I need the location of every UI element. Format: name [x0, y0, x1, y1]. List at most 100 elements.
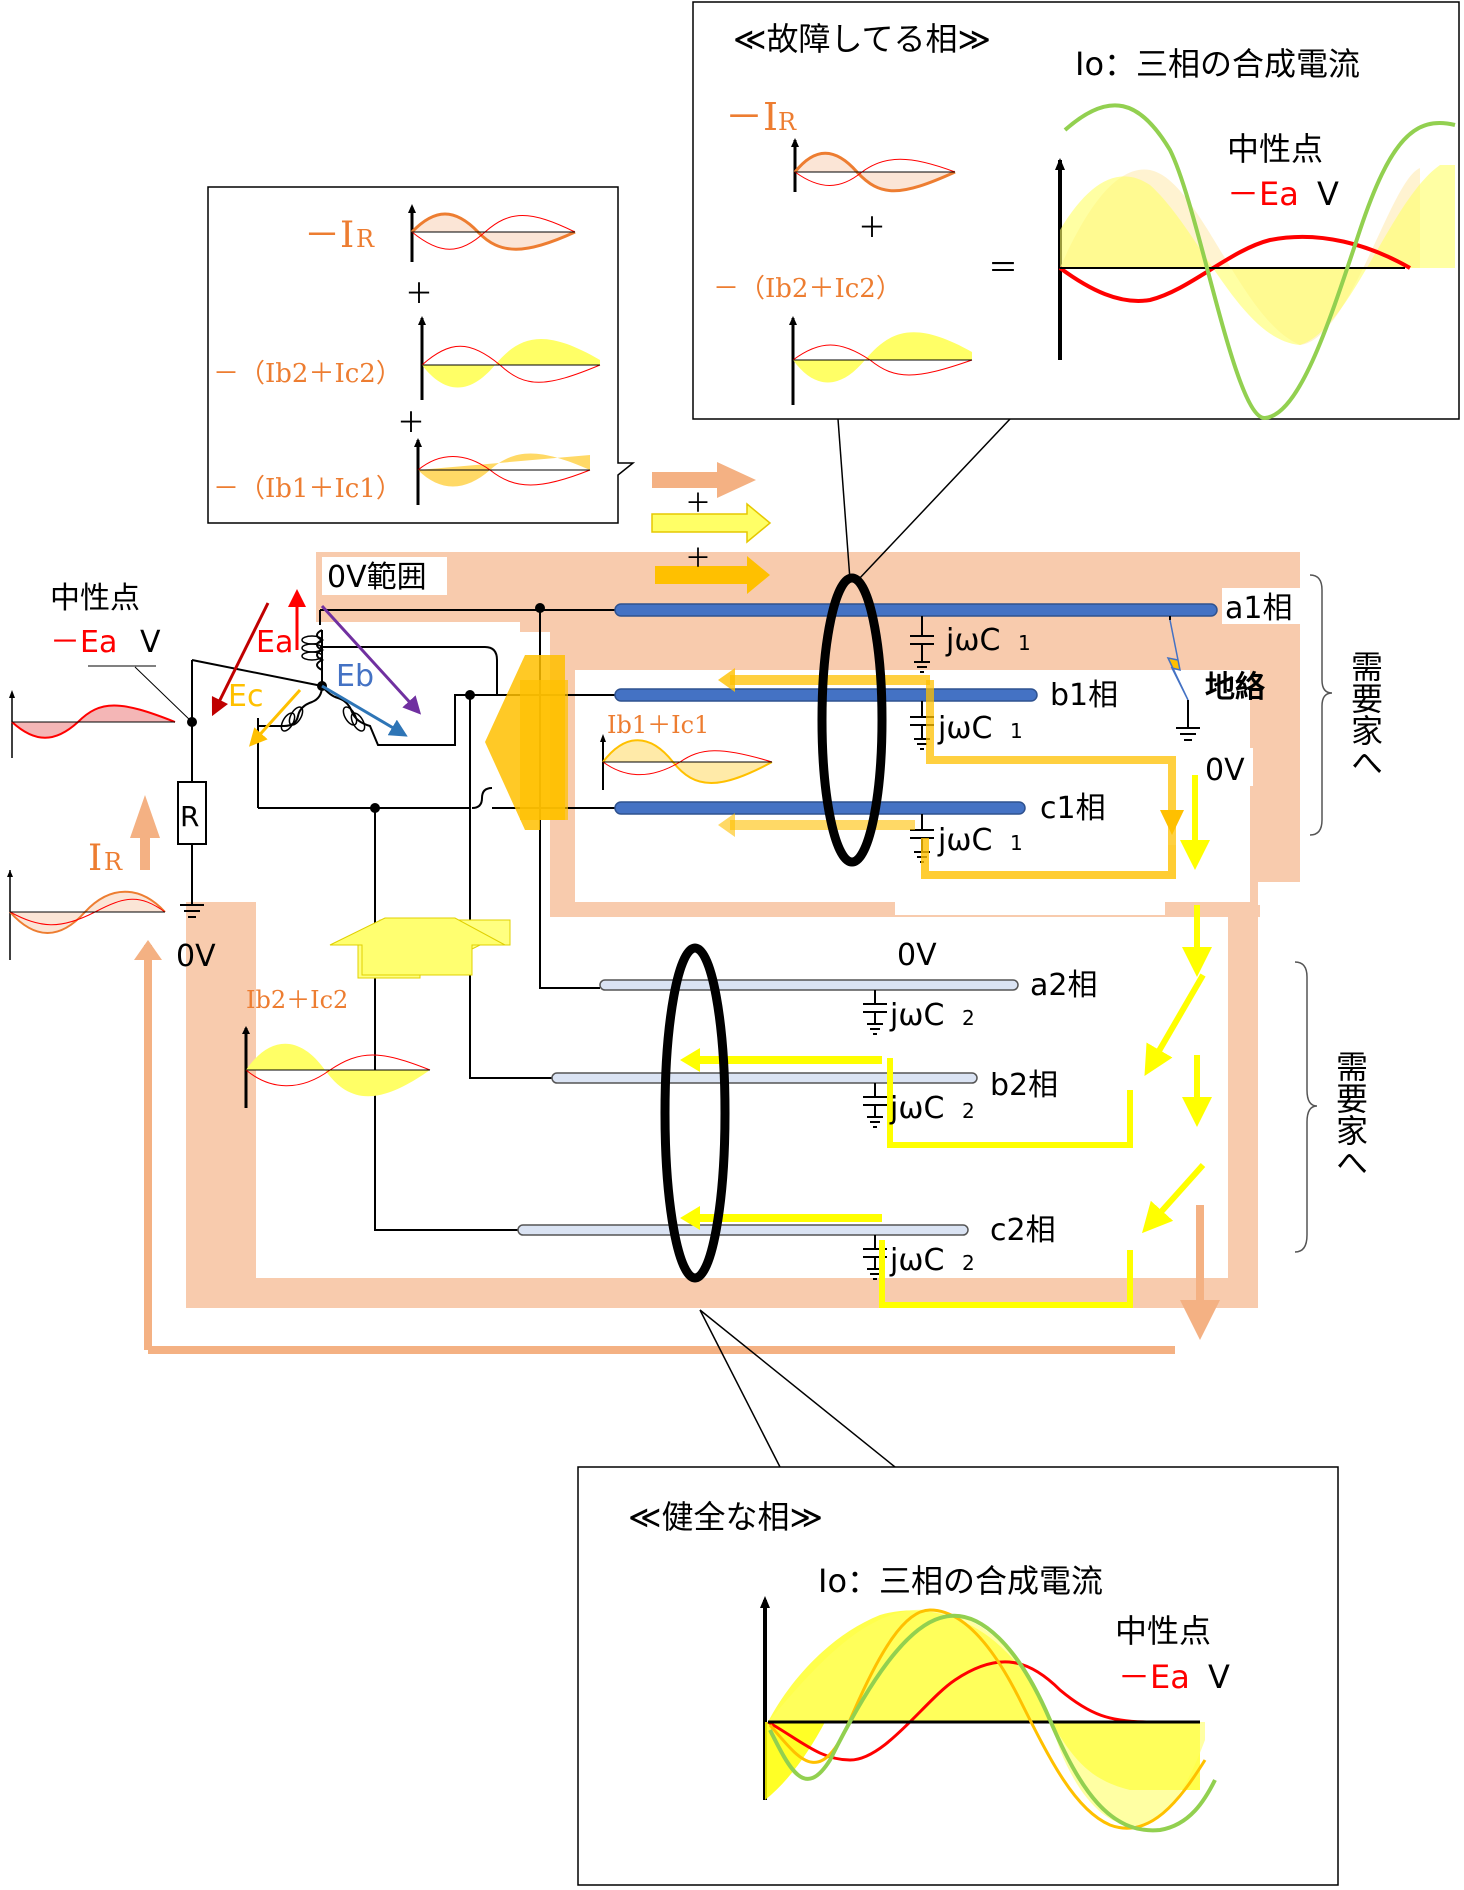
zero-v-fault: 0V — [1205, 753, 1245, 788]
phase-b2-label: b2相 — [990, 1068, 1058, 1103]
box-left-ib2ic2-wave — [418, 316, 601, 400]
ec-label: Ec — [228, 679, 263, 714]
fault-box-ib2ic2-wave — [789, 316, 973, 405]
ib1ic1-wave — [600, 734, 773, 790]
phase-c2-label: c2相 — [990, 1213, 1056, 1248]
to-customer-2: 需要家へ — [1331, 1050, 1369, 1178]
fault-box-neutral: 中性点 — [1227, 130, 1323, 168]
ea-red-arrow — [211, 602, 270, 717]
box-left-neg-ir-sub: R — [356, 225, 375, 253]
ground-fault — [1166, 616, 1200, 741]
zct-ring-2 — [660, 943, 730, 1283]
resistor-label: R — [180, 800, 199, 833]
svg-text:1: 1 — [1018, 631, 1031, 655]
healthy-io-wave — [760, 1596, 1217, 1833]
feeder-2 — [517, 979, 1019, 1236]
ir-wave — [7, 870, 166, 960]
fault-box-neg-ib2ic2: －（Ib2＋Ic2） — [713, 274, 902, 304]
phase-c1-label: c1相 — [1040, 791, 1106, 826]
healthy-box-neutral: 中性点 — [1115, 1612, 1211, 1650]
volt-unit: V — [140, 625, 161, 660]
healthy-phase-box — [577, 1466, 1339, 1886]
box-left-plus-2: ＋ — [397, 406, 425, 439]
ec-vector-arrow — [248, 688, 302, 747]
ir-subscript: R — [104, 848, 123, 876]
combined-current-arrow — [485, 655, 568, 830]
neutral-label: 中性点 — [50, 581, 140, 616]
svg-text:jωC: jωC — [945, 623, 1000, 658]
ib1ic1-label: Ib1＋Ic1 — [607, 711, 709, 739]
summing-arrow-1 — [652, 462, 756, 498]
summing-arrow-2 — [651, 502, 772, 544]
coil-symbols — [280, 635, 366, 732]
callout-fault-right — [857, 418, 1011, 581]
plus-sign-1: ＋ — [685, 489, 711, 519]
fault-box-volt-unit: V — [1317, 175, 1339, 213]
zero-v-a2: 0V — [897, 938, 937, 973]
capacitors — [863, 616, 934, 1280]
svg-text:jωC: jωC — [889, 1243, 944, 1278]
ib2ic2-wave — [242, 1026, 431, 1108]
ir-up-arrow — [130, 795, 160, 870]
fault-box-neg-ea: －Ea — [1227, 175, 1299, 213]
fault-box-ir-wave — [791, 138, 956, 193]
callout-fault-left — [837, 418, 851, 581]
callout-healthy-right — [699, 1309, 896, 1468]
to-customer-1: 需要家へ — [1346, 650, 1384, 778]
band-gap — [895, 895, 1165, 915]
ea-label: Ea — [256, 625, 293, 660]
ground-fault-label: 地絡 — [1205, 670, 1266, 705]
fault-phase-box — [692, 1, 1460, 421]
box-left-ir-wave — [408, 204, 576, 262]
fault-box-title: ≪故障してる相≫ — [733, 20, 991, 58]
healthy-box-io: Io：三相の合成電流 — [818, 1562, 1103, 1600]
return-current-inner — [575, 670, 1250, 902]
svg-text:2: 2 — [962, 1099, 975, 1123]
summing-arrow-3 — [655, 556, 770, 594]
svg-text:jωC: jωC — [889, 998, 944, 1033]
fault-box-plus: ＋ — [858, 211, 886, 244]
fault-box-neg-ir-sub: R — [778, 108, 797, 136]
healthy-box-neg-ea: －Ea — [1118, 1658, 1190, 1696]
svg-text:2: 2 — [962, 1251, 975, 1275]
neg-ea-label: －Ea — [50, 625, 117, 660]
ir-label: I — [88, 838, 102, 879]
box-left-plus-1: ＋ — [405, 277, 433, 310]
box-left-neg-ir: －I — [304, 215, 354, 256]
ib2ic2-label: Ib2＋Ic2 — [246, 986, 348, 1014]
svg-text:jωC: jωC — [937, 711, 992, 746]
fault-box-io: Io：三相の合成電流 — [1075, 45, 1360, 83]
eb-label: Eb — [336, 659, 374, 694]
phase-a2-label: a2相 — [1030, 968, 1097, 1003]
eb-blue-arrow — [321, 684, 408, 737]
zero-v-range-bg — [322, 557, 447, 595]
fault-box-neg-ir: －I — [725, 95, 778, 139]
neutral-leader — [134, 666, 193, 723]
eb-vector-arrow — [320, 604, 422, 715]
box-left-neg-ib1ic1: －（Ib1＋Ic1） — [213, 474, 402, 504]
svg-text:1: 1 — [1010, 831, 1023, 855]
svg-text:jωC: jωC — [889, 1091, 944, 1126]
callout-healthy-left — [699, 1309, 781, 1468]
healthy-box-volt-unit: V — [1208, 1658, 1230, 1696]
box-left-neg-ib2ic2: －（Ib2＋Ic2） — [213, 359, 402, 389]
zero-v-range-label: 0V範囲 — [327, 560, 427, 595]
svg-text:1: 1 — [1010, 719, 1023, 743]
phase-a1-label: a1相 — [1225, 591, 1292, 626]
sum-box-left — [207, 186, 636, 524]
fault-io-wave — [1055, 103, 1456, 421]
svg-text:2: 2 — [962, 1006, 975, 1030]
phase-b1-label: b1相 — [1050, 678, 1118, 713]
zct-ring-1 — [817, 573, 887, 867]
box-left-ib1ic1-wave — [414, 438, 591, 505]
neutral-voltage-wave — [9, 690, 176, 758]
brace-1 — [1309, 574, 1333, 836]
feeder1-current-paths — [718, 668, 1210, 879]
fault-box-equals: ＝ — [988, 251, 1018, 286]
zero-v-ground: 0V — [176, 939, 216, 974]
resistor — [177, 765, 207, 918]
plus-sign-2: ＋ — [685, 544, 711, 574]
brace-2 — [1294, 961, 1318, 1253]
